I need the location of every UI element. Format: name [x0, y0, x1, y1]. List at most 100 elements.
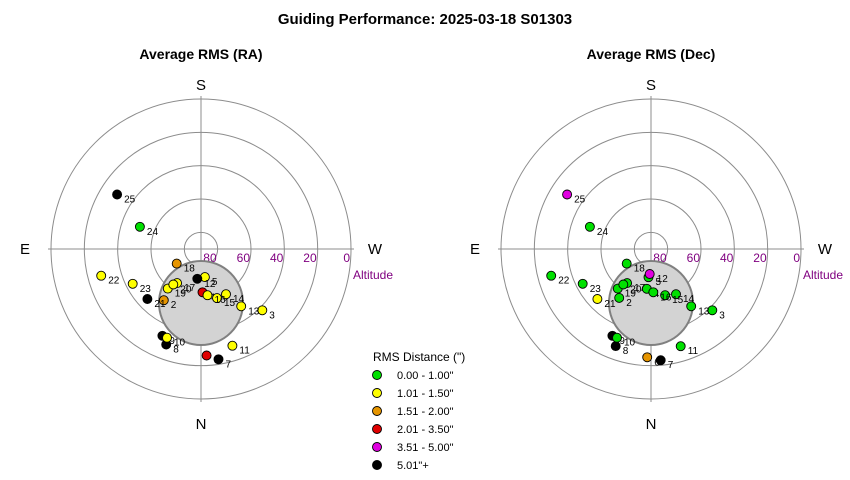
direction-west: W	[368, 241, 383, 258]
direction-west: W	[818, 241, 833, 258]
legend-item-label: 0.00 - 1.00"	[397, 370, 454, 382]
point-label-17: 17	[634, 283, 646, 294]
legend: RMS Distance (") 0.00 - 1.00" 1.01 - 1.50"…	[372, 350, 465, 472]
data-point-13	[236, 301, 247, 312]
legend-swatch	[372, 388, 382, 398]
data-point-3	[257, 305, 268, 316]
direction-north: N	[196, 416, 207, 433]
altitude-tick-label: 60	[237, 251, 251, 265]
altitude-tick-label: 0	[343, 251, 350, 265]
data-point-12	[644, 269, 655, 279]
legend-swatch	[372, 370, 382, 380]
data-point-22	[546, 270, 557, 281]
chart-title: Guiding Performance: 2025-03-18 S01303	[278, 11, 572, 28]
point-label-21: 21	[154, 299, 166, 310]
point-label-14: 14	[683, 294, 695, 305]
direction-north: N	[646, 416, 657, 433]
data-point-2	[158, 295, 169, 306]
altitude-axis-label: Altitude	[353, 268, 393, 282]
data-point-6	[642, 352, 653, 363]
point-label-24: 24	[597, 227, 609, 238]
altitude-tick-label: 40	[270, 251, 284, 265]
data-point-14	[671, 289, 681, 300]
point-label-11: 11	[688, 346, 699, 357]
altitude-tick-label: 60	[687, 251, 701, 265]
point-label-10: 10	[624, 338, 636, 349]
data-point-13	[686, 301, 697, 312]
data-point-24	[134, 221, 145, 232]
point-label-20: 20	[630, 285, 642, 296]
point-label-7: 7	[226, 359, 232, 370]
data-point-22	[96, 270, 107, 281]
point-label-25: 25	[574, 195, 586, 206]
altitude-tick-label: 0	[793, 251, 800, 265]
point-label-7: 7	[668, 360, 674, 371]
point-label-3: 3	[269, 310, 275, 321]
point-label-24: 24	[147, 227, 159, 238]
data-point-7	[213, 354, 224, 365]
data-point-6	[201, 350, 212, 361]
point-label-21: 21	[604, 299, 616, 310]
point-label-9: 9	[169, 336, 175, 347]
point-label-23: 23	[590, 284, 602, 295]
data-point-7	[655, 355, 666, 366]
data-point-25	[112, 189, 123, 200]
point-label-22: 22	[108, 276, 120, 287]
legend-item-label: 5.01"+	[397, 460, 429, 472]
legend-title: RMS Distance (")	[373, 350, 465, 364]
data-point-15	[212, 293, 222, 304]
point-label-23: 23	[140, 284, 152, 295]
legend-item-label: 1.51 - 2.00"	[397, 406, 454, 418]
altitude-axis-label: Altitude	[803, 268, 843, 282]
data-point-15	[660, 290, 671, 301]
point-label-12: 12	[204, 279, 216, 290]
legend-swatch	[372, 406, 382, 416]
point-label-18: 18	[184, 264, 196, 275]
data-point-14	[221, 289, 231, 300]
data-point-16	[648, 287, 659, 298]
point-label-13: 13	[698, 306, 710, 317]
data-point-11	[675, 341, 686, 352]
point-label-20: 20	[180, 285, 192, 296]
point-label-2: 2	[171, 300, 177, 311]
data-point-12	[192, 273, 203, 284]
data-point-2	[614, 292, 625, 303]
altitude-tick-label: 20	[753, 251, 767, 265]
data-point-18	[171, 258, 182, 269]
data-point-21	[142, 294, 153, 304]
direction-east: E	[20, 241, 30, 258]
data-point-11	[227, 340, 238, 351]
data-point-16	[202, 290, 213, 301]
point-label-15: 15	[672, 295, 684, 306]
polar-panel-1: Average RMS (RA)SNEW806040200Altitude234…	[20, 46, 393, 433]
altitude-tick-label: 40	[720, 251, 734, 265]
point-label-16: 16	[660, 292, 672, 303]
data-point-25	[562, 189, 573, 200]
data-point-3	[707, 305, 718, 316]
panel-subtitle: Average RMS (Dec)	[587, 46, 716, 62]
point-label-5: 5	[212, 277, 218, 288]
point-label-17: 17	[184, 283, 196, 294]
legend-item-label: 1.01 - 1.50"	[397, 388, 454, 400]
point-label-12: 12	[657, 274, 669, 285]
point-label-22: 22	[558, 276, 570, 287]
point-label-16: 16	[215, 295, 227, 306]
direction-east: E	[470, 241, 480, 258]
legend-item-label: 2.01 - 3.50"	[397, 424, 454, 436]
point-label-8: 8	[173, 345, 179, 356]
direction-south: S	[196, 77, 206, 94]
point-label-3: 3	[719, 310, 725, 321]
data-point-23	[577, 278, 588, 289]
data-point-24	[584, 221, 595, 232]
point-label-13: 13	[248, 306, 260, 317]
data-point-10	[612, 332, 622, 343]
point-label-8: 8	[623, 346, 629, 357]
data-point-23	[127, 278, 138, 289]
data-point-20	[618, 279, 629, 290]
data-point-21	[592, 294, 603, 304]
point-label-2: 2	[626, 298, 632, 309]
point-label-18: 18	[634, 264, 646, 275]
point-label-9: 9	[619, 336, 625, 347]
